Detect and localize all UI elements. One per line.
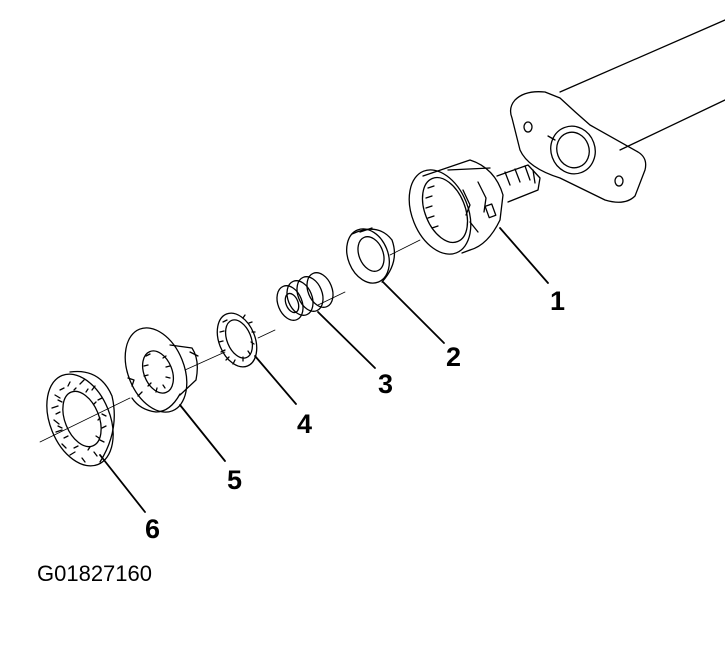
- leader-lines: [99, 227, 549, 513]
- part-6-friction-disc: [46, 370, 115, 467]
- part-2-washer: [346, 227, 396, 284]
- housing-bracket: [509, 19, 725, 203]
- callout-3: 3: [378, 369, 393, 399]
- part-5-flanged-hub: [124, 327, 199, 413]
- part-1-drive-housing: [408, 159, 541, 255]
- callout-4: 4: [297, 409, 312, 439]
- callout-1: 1: [550, 286, 565, 316]
- figure-reference-code: G01827160: [37, 561, 152, 586]
- callout-6: 6: [145, 514, 160, 544]
- part-3-spring: [276, 272, 334, 321]
- callout-5: 5: [227, 465, 242, 495]
- part-4-toothed-disc: [216, 312, 258, 368]
- callout-labels: 1 2 3 4 5 6: [145, 286, 565, 544]
- callout-2: 2: [446, 342, 461, 372]
